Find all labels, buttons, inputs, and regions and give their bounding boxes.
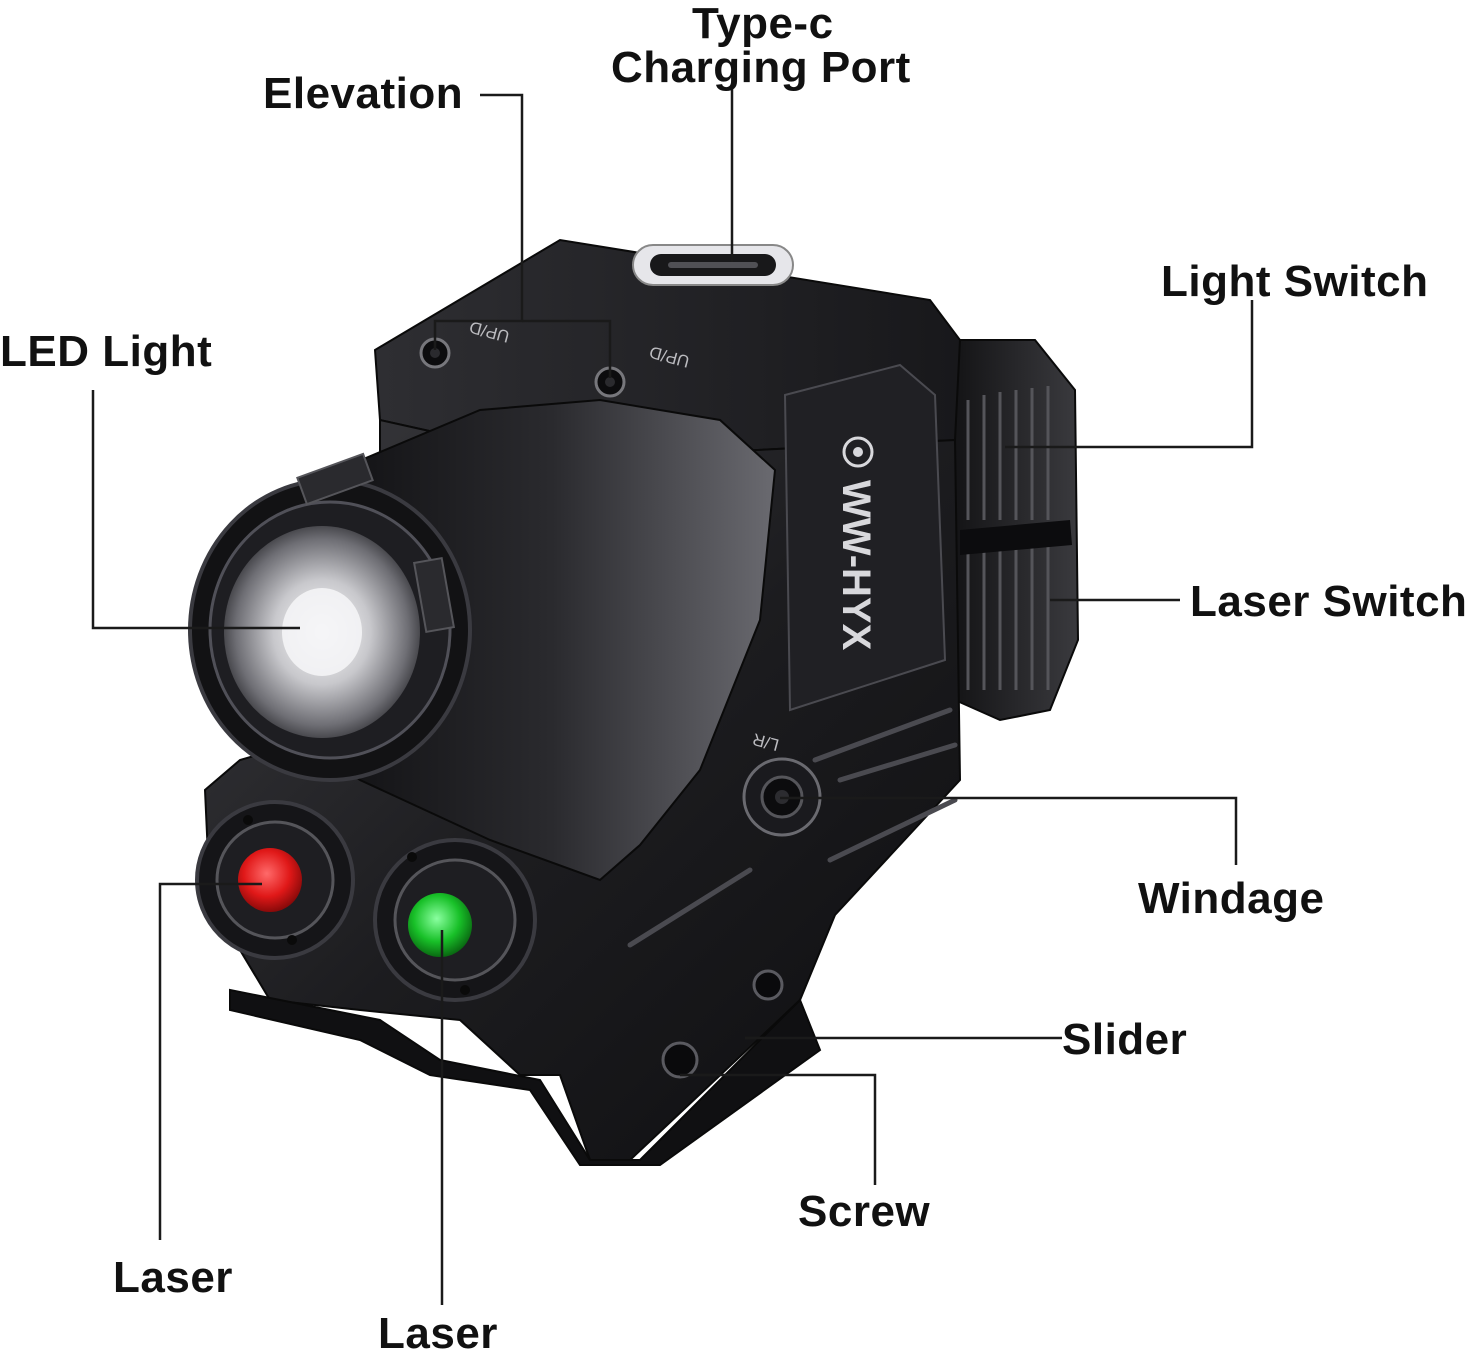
label-light-switch: Light Switch	[1161, 257, 1429, 306]
leader-lines	[91, 88, 1254, 1305]
label-screw: Screw	[798, 1187, 931, 1236]
leader-light-switch	[1005, 300, 1254, 449]
label-slider: Slider	[1062, 1015, 1188, 1064]
side-panel	[783, 363, 947, 712]
led-bezel	[188, 452, 472, 782]
rail-mount	[229, 988, 822, 1166]
leader-screw	[680, 1073, 877, 1185]
side-grooves	[627, 707, 958, 948]
brand-text: WW-HYX	[834, 480, 878, 651]
leader-elevation-2	[522, 319, 612, 378]
red-laser-emitter	[195, 800, 355, 960]
brand-logo-icon	[842, 436, 874, 468]
label-type-c-line2: Charging Port	[611, 43, 911, 92]
switch-pad	[954, 339, 1080, 722]
green-laser-emitter	[373, 838, 537, 1002]
usb-c-port	[632, 244, 794, 286]
label-laser-switch: Laser Switch	[1190, 577, 1468, 626]
label-laser-red: Laser	[113, 1253, 233, 1302]
leader-laser-red	[158, 882, 262, 1240]
label-type-c-line1: Type-c	[692, 0, 834, 48]
label-windage: Windage	[1138, 874, 1325, 923]
leader-led-light	[91, 390, 300, 630]
label-led-light: LED Light	[0, 327, 213, 376]
label-elevation: Elevation	[263, 69, 464, 118]
slider-holes	[661, 969, 784, 1079]
leader-windage	[780, 796, 1238, 865]
label-laser-green: Laser	[378, 1309, 498, 1358]
